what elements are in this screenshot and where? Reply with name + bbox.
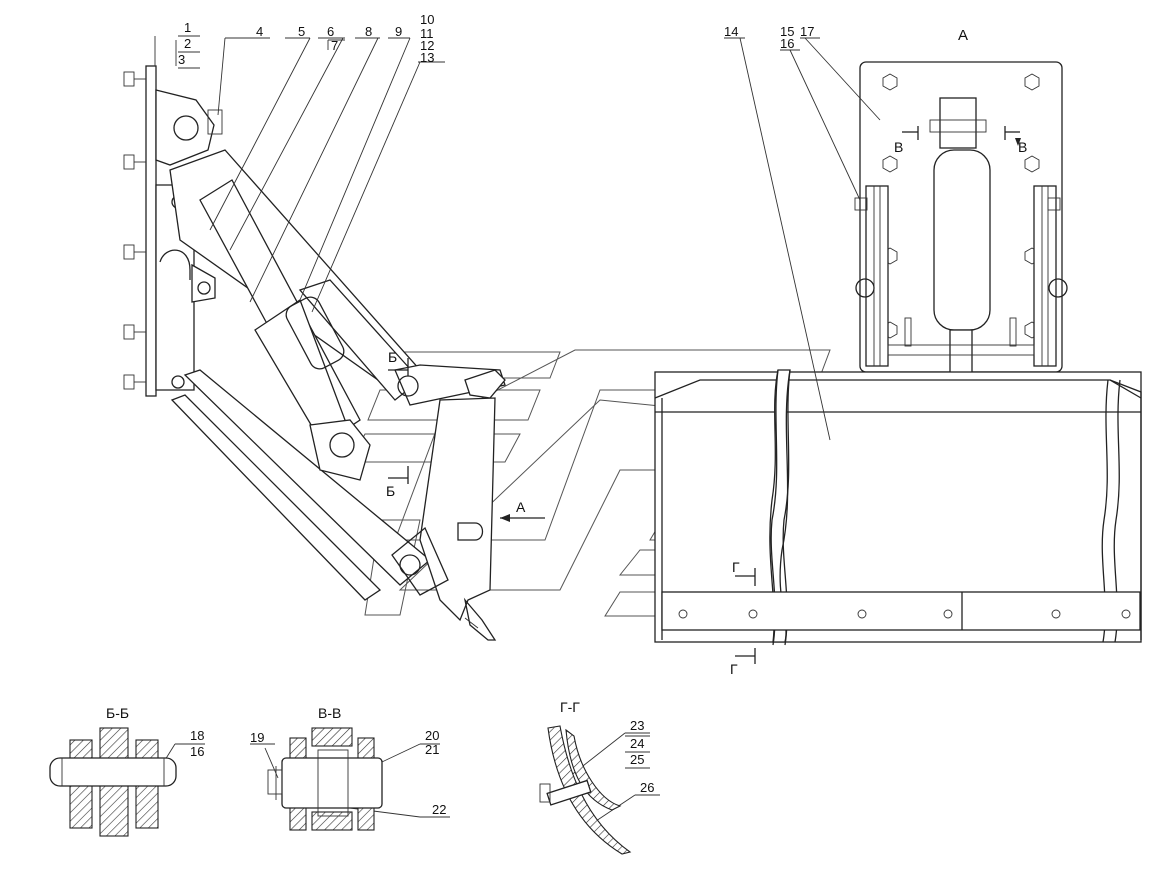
callout-22: 22 [432,802,446,817]
callout-1: 1 [184,20,191,35]
callout-26: 26 [640,780,654,795]
section-mark-g-bottom: Г [730,661,738,677]
callout-25: 25 [630,752,644,767]
callout-10: 10 [420,12,434,27]
side-view-mechanism [123,65,506,641]
callout-18: 18 [190,728,204,743]
section-v-title: В-В [318,705,341,721]
callout-12: 12 [420,38,434,53]
callout-21: 21 [425,742,439,757]
callout-15: 15 [780,24,794,39]
section-mark-b-top: Б [388,349,397,365]
callout-11: 11 [420,26,434,41]
callout-5: 5 [298,24,305,39]
callout-7: 7 [331,38,338,53]
callout-4: 4 [256,24,263,39]
section-mark-v-right: В [1018,139,1027,155]
section-mark-v-left: В [894,139,903,155]
callout-2: 2 [184,36,191,51]
callout-leaders [154,36,881,826]
callout-20: 20 [425,728,439,743]
callout-14: 14 [724,24,738,39]
section-g-g: Г-Г [539,699,632,855]
callout-6: 6 [327,24,334,39]
section-mark-g-top: Г [732,559,740,575]
view-a-front: В В Г Г А [654,27,1142,677]
callout-16-section: 16 [190,744,204,759]
callout-8: 8 [365,24,372,39]
section-v-v: В-В [267,705,383,831]
callout-9: 9 [395,24,402,39]
callout-13: 13 [420,50,434,65]
side-view-section-marks: Б Б А [386,349,545,522]
section-b-title: Б-Б [106,705,129,721]
mounting-bolts [123,71,146,390]
callout-3: 3 [178,52,185,67]
section-mark-b-bottom: Б [386,483,395,499]
callout-24: 24 [630,736,644,751]
callout-19: 19 [250,730,264,745]
section-g-title: Г-Г [560,699,580,715]
callout-numbers: 1 2 3 4 5 6 7 8 9 10 11 12 13 14 15 16 1… [178,12,814,817]
callout-16: 16 [780,36,794,51]
callout-17: 17 [800,24,814,39]
section-b-b: Б-Б [49,705,177,837]
view-a-title: А [958,27,968,44]
callout-23: 23 [630,718,644,733]
view-arrow-a: А [516,499,526,515]
plate-bolt-hexagons [882,73,1040,339]
